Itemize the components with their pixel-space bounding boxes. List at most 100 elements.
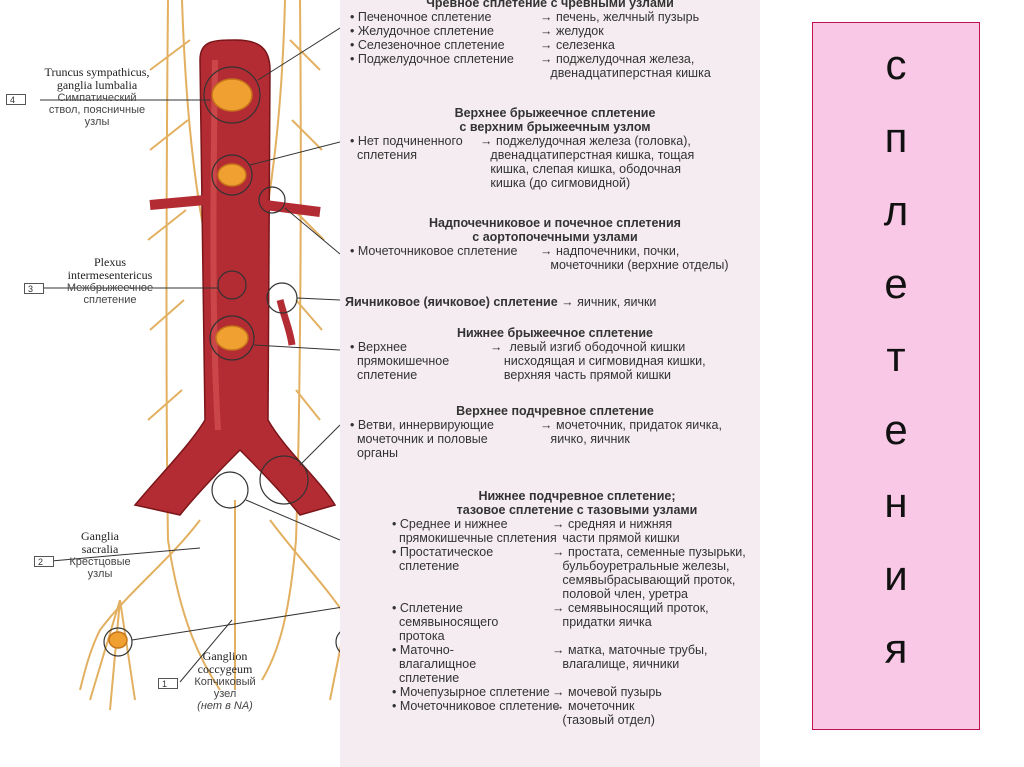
highlight-circles (103, 66, 340, 657)
table-row: двенадцатиперстная кишка (350, 66, 750, 80)
plexus-name (392, 713, 552, 727)
russian-line: узлы (87, 568, 113, 580)
plexus-name: прямокишечные сплетения (392, 531, 557, 545)
plexus-name: протока (392, 629, 445, 643)
table-row: • Мочеточниковое сплетение→ мочеточник (392, 699, 762, 713)
target-organs: придатки яичка (552, 615, 652, 629)
plexus-name (350, 258, 540, 272)
target-organs: → селезенка (540, 38, 615, 52)
table-row: • Сплетение→ семявыносящий проток, (392, 601, 762, 615)
latin-line: coccygeum (197, 662, 253, 676)
target-organs: влагалище, яичники (552, 657, 680, 671)
russian-line: Крестцовые (69, 556, 131, 568)
target-organs: (тазовый отдел) (552, 713, 655, 727)
table-row: прямокишечное нисходящая и сигмовидная к… (350, 354, 760, 368)
vertical-letter: е (884, 260, 908, 307)
leader-lines (39, 27, 340, 683)
block-header: Чревное сплетение с чревными узлами (426, 0, 674, 10)
vertical-letter: л (883, 187, 909, 234)
plexus-name: • Мочеточниковое сплетение (350, 244, 518, 258)
vertical-letter: н (884, 479, 908, 526)
table-row: семявыносящего придатки яичка (392, 615, 762, 629)
plexus-name: влагалищное (392, 657, 477, 671)
target-organs: → левый изгиб ободочной кишки (490, 340, 686, 354)
table-row: половой член, уретра (392, 587, 762, 601)
block-header: Нижнее подчревное сплетение; (478, 489, 676, 503)
target-organs: → мочеточник, придаток яичка, (540, 418, 722, 432)
label-number-3: 3 (24, 283, 44, 294)
target-organs: половой член, уретра (552, 587, 688, 601)
autonomic-plexus-illustration (39, 0, 340, 711)
label-truncus-sympathicus: Truncus sympathicus, ganglia lumbalia Си… (22, 66, 172, 129)
table-row: мочеточник и половые яичко, яичник (350, 432, 760, 446)
block-inferior-hypogastric: Нижнее подчревное сплетение; тазовое спл… (392, 489, 762, 727)
label-ganglia-sacralia: Ganglia sacralia Крестцовые узлы (50, 530, 150, 581)
table-row: сплетение (392, 671, 762, 685)
target-organs: → желудок (540, 24, 604, 38)
russian-line: сплетение (83, 294, 137, 306)
label-number-4: 4 (6, 94, 26, 105)
table-row: мочеточники (верхние отделы) (350, 258, 760, 272)
nerve-fibers (79, 0, 340, 711)
plexus-name: • Ветви, иннервирующие (350, 418, 494, 432)
table-row: сплетения двенадцатиперстная кишка, тоща… (350, 148, 760, 162)
russian-line: узлы (84, 116, 110, 128)
block-header: с верхним брыжеечным узлом (459, 120, 651, 134)
block-target: → яичник, яички (561, 295, 657, 309)
table-row: • Ветви, иннервирующие → мочеточник, прид… (350, 418, 760, 432)
block-inferior-mesenteric: Нижнее брыжеечное сплетение • Верхнее → л… (350, 326, 760, 382)
label-number-1: 1 (158, 678, 178, 689)
plexus-name: сплетение (392, 559, 460, 573)
plexus-name (392, 573, 552, 587)
table-row: • Поджелудочное сплетение→ поджелудочная… (350, 52, 750, 66)
plexus-name: семявыносящего (392, 615, 499, 629)
plexus-name: прямокишечное (350, 354, 450, 368)
target-organs: кишка (до сигмовидной) (480, 176, 631, 190)
latin-line: ganglia lumbalia (56, 78, 138, 92)
plexus-name (350, 162, 480, 176)
target-organs: → мочевой пузырь (552, 685, 662, 699)
table-row: (тазовый отдел) (392, 713, 762, 727)
block-header: Верхнее подчревное сплетение (456, 404, 654, 418)
plexus-name: сплетение (350, 368, 418, 382)
vertical-letter: п (884, 114, 908, 161)
table-row: протока (392, 629, 762, 643)
block-header: Нижнее брыжеечное сплетение (456, 326, 653, 340)
russian-line: узел (213, 688, 237, 700)
plexus-name: • Маточно- (392, 643, 454, 657)
target-organs (540, 446, 760, 460)
target-organs: кишка, слепая кишка, ободочная (480, 162, 682, 176)
vertical-letter: т (886, 333, 906, 380)
russian-line: ствол, поясничные (48, 104, 146, 116)
vertical-letter: е (884, 406, 908, 453)
plexus-name: сплетение (392, 671, 460, 685)
target-organs: двенадцатиперстная кишка, тощая (480, 148, 695, 162)
table-row: кишка (до сигмовидной) (350, 176, 760, 190)
plexus-name: • Простатическое (392, 545, 494, 559)
aorta-shape (133, 39, 337, 516)
label-plexus-intermesentericus: Plexus intermesentericus Межбрыжеечное с… (40, 256, 180, 307)
plexus-name (350, 66, 540, 80)
table-row: • Селезеночное сплетение→ селезенка (350, 38, 750, 52)
target-organs: яичко, яичник (540, 432, 630, 446)
plexus-name: • Среднее и нижнее (392, 517, 508, 531)
table-row: • Желудочное сплетение→ желудок (350, 24, 750, 38)
block-header: Надпочечниковое и почечное сплетения (429, 216, 681, 230)
table-row: кишка, слепая кишка, ободочная (350, 162, 760, 176)
target-organs: → надпочечники, почки, (540, 244, 680, 258)
table-row: • Верхнее → левый изгиб ободочной кишки (350, 340, 760, 354)
plexus-name: • Верхнее (350, 340, 408, 354)
target-organs: → поджелудочная железа, (540, 52, 695, 66)
vertical-letter: я (884, 625, 908, 672)
table-row: сплетение верхняя часть прямой кишки (350, 368, 760, 382)
table-row: влагалищное влагалище, яичники (392, 657, 762, 671)
block-header: с аортопочечными узлами (472, 230, 638, 244)
plexus-name: • Мочеточниковое сплетение (392, 699, 560, 713)
table-row: • Мочеточниковое сплетение → надпочечники… (350, 244, 760, 258)
russian-line: Копчиковый (194, 676, 256, 688)
russian-line: Симпатический (57, 92, 137, 104)
target-organs: двенадцатиперстная кишка (540, 66, 711, 80)
table-row: семявыбрасывающий проток, (392, 573, 762, 587)
